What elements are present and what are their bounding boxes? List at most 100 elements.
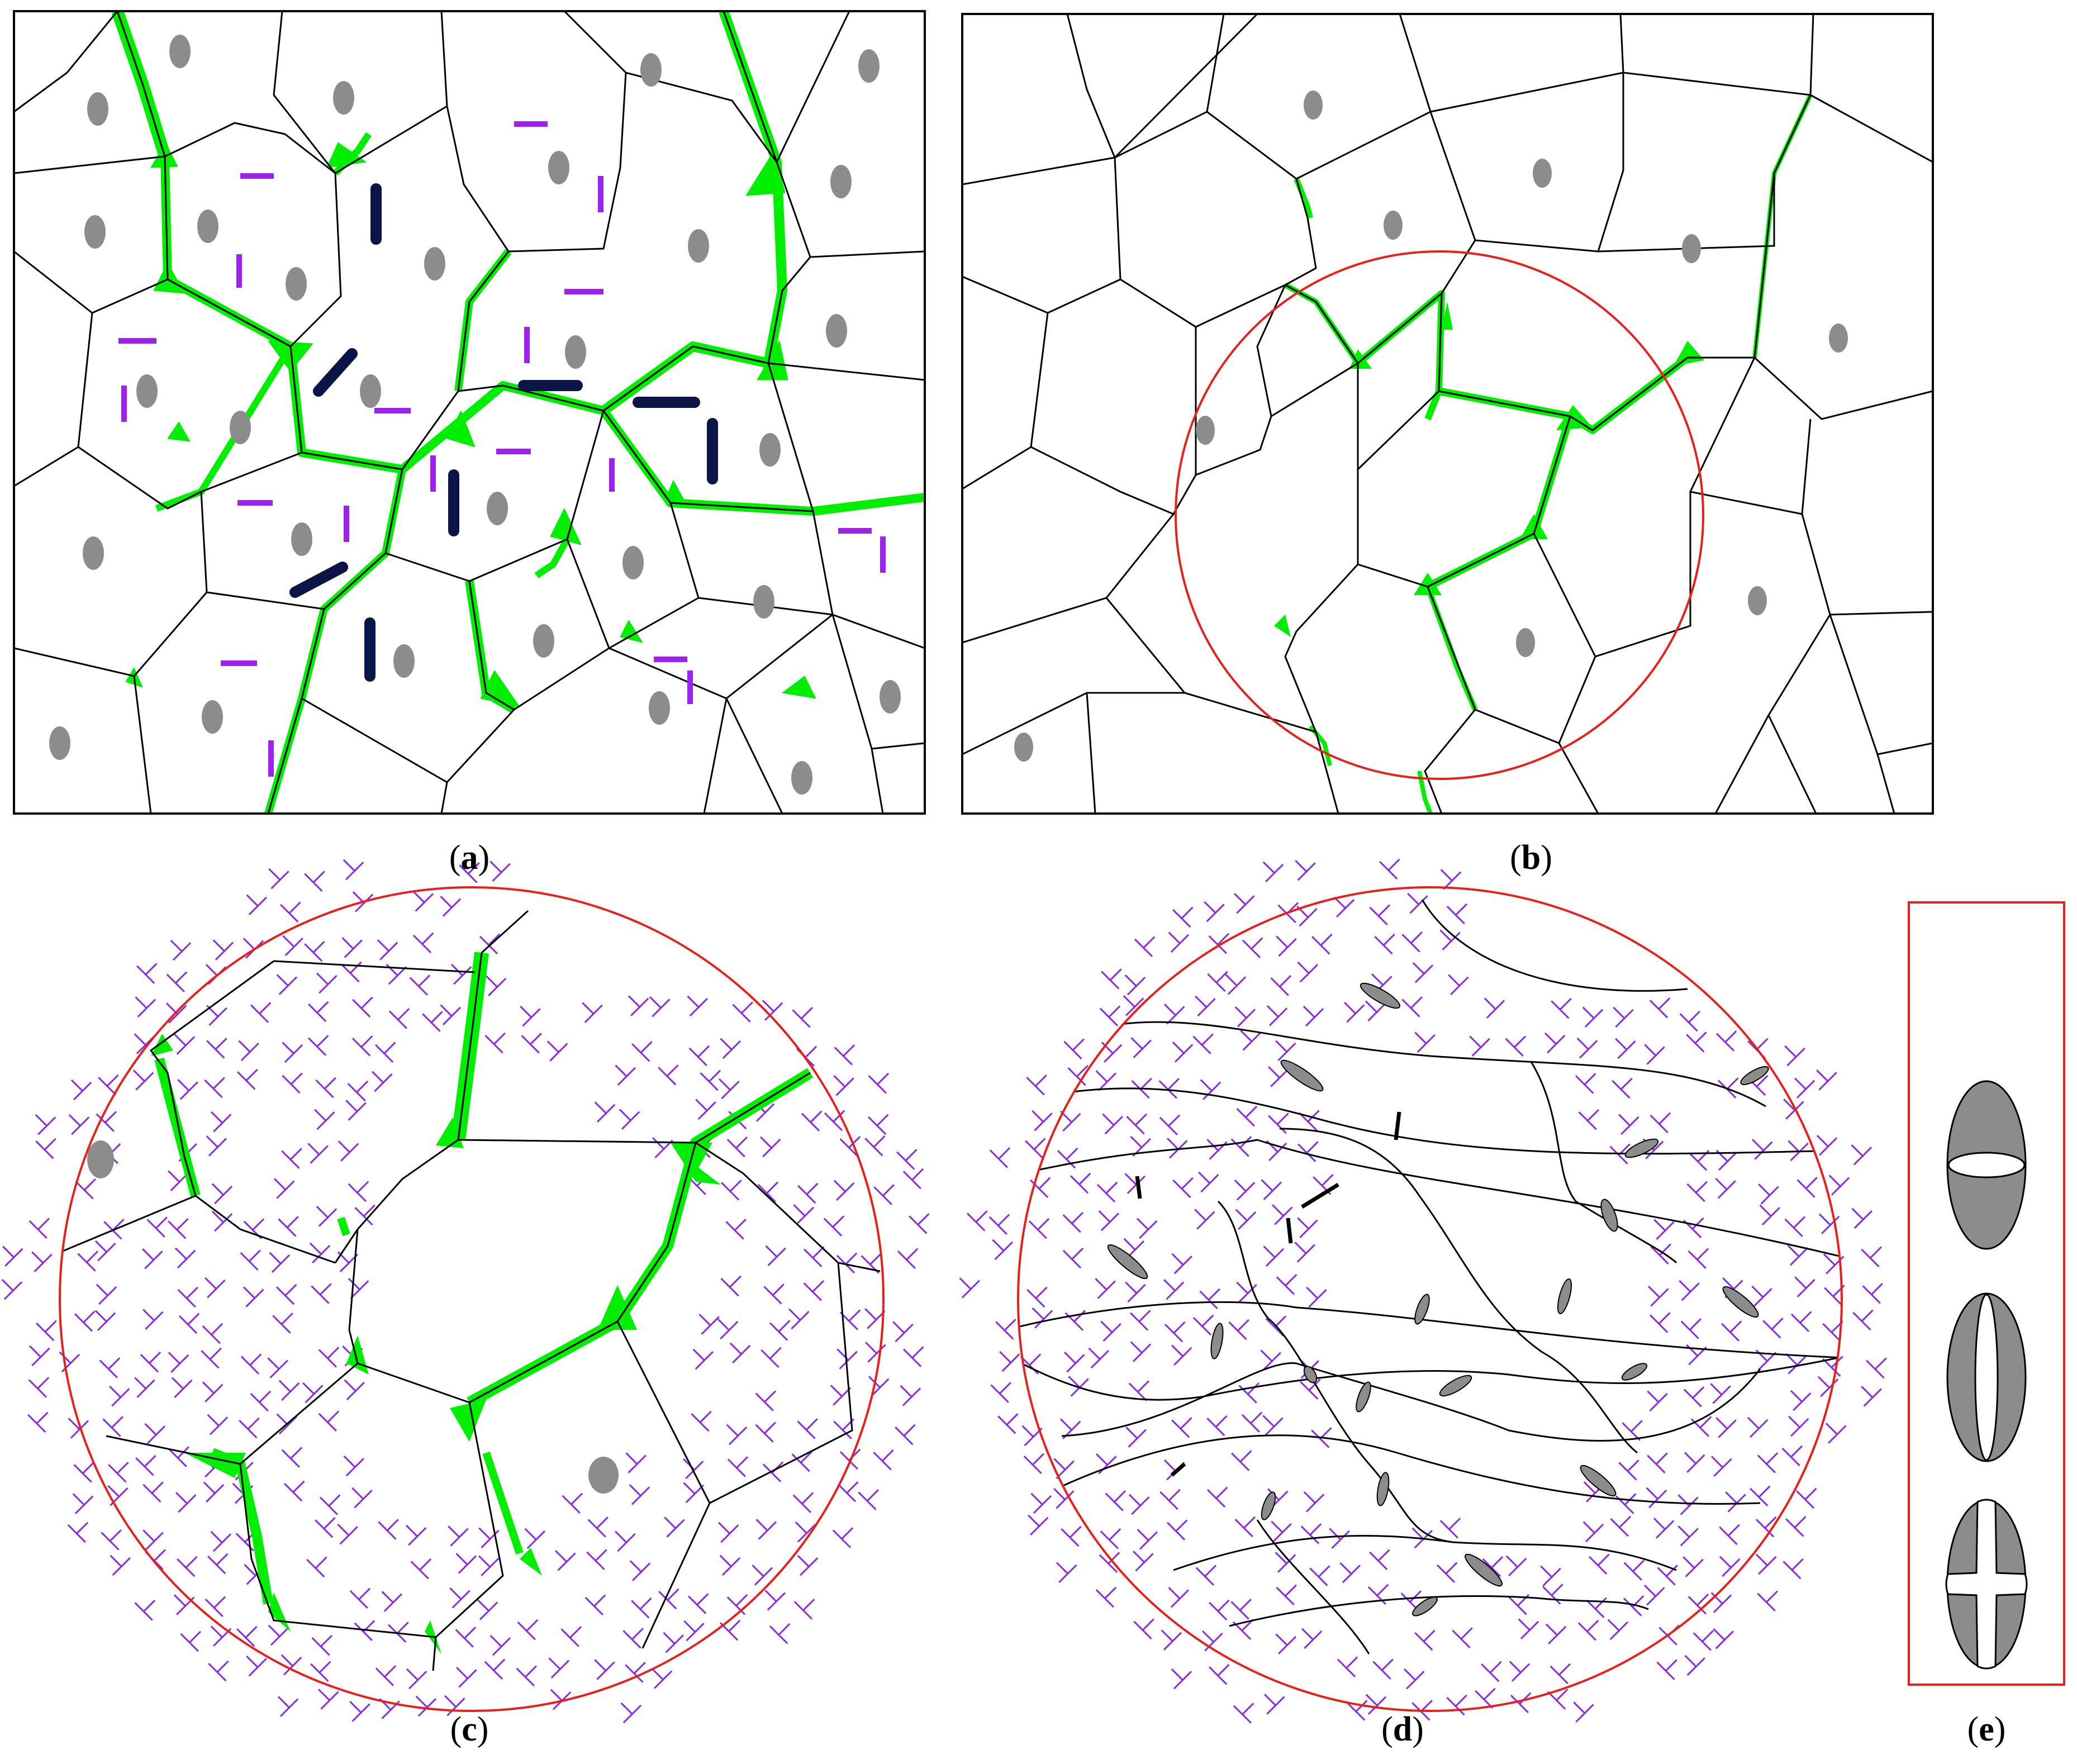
dislocation-icon [897, 1248, 919, 1269]
dislocation-icon [803, 1246, 825, 1267]
dislocation-icon [132, 1069, 154, 1091]
dislocation-icon [1159, 1114, 1181, 1135]
dislocation-icon [415, 1695, 437, 1717]
dislocation-icon [1688, 1593, 1709, 1615]
dislocation-icon [1311, 1427, 1332, 1448]
highlight-circle-b [1175, 250, 1704, 780]
dislocation-icon [1166, 1138, 1188, 1159]
dislocation-icon [236, 1625, 258, 1647]
dislocation-icon [1648, 1286, 1669, 1307]
dislocation-icon [170, 939, 192, 961]
dislocation-icon [1542, 1584, 1563, 1605]
dislocation-icon [309, 1242, 331, 1264]
dislocation-icon [1261, 1179, 1282, 1200]
dislocation-icon [1607, 1619, 1629, 1640]
dislocation-icon [1683, 1386, 1705, 1408]
dislocation-icon [142, 1309, 164, 1330]
dislocation-icon [1622, 1420, 1643, 1441]
dislocation-icon [1195, 1565, 1217, 1586]
dislocation-icon [278, 1380, 300, 1401]
dislocation-icon [1194, 1209, 1215, 1230]
dislocation-icon [1159, 1489, 1181, 1510]
dislocation-icon [1297, 961, 1319, 983]
dislocation-icon [205, 1596, 226, 1618]
dislocation-icon [717, 1318, 739, 1340]
dislocation-icon [663, 1632, 684, 1653]
dislocation-icon [1656, 1659, 1677, 1680]
dislocation-icon [868, 1114, 889, 1135]
dislocation-icon [1547, 1689, 1569, 1710]
dislocation-icon [761, 1347, 782, 1368]
dislocation-icon [348, 1181, 369, 1202]
dislocation-icon [687, 1593, 709, 1614]
dislocation-icon [374, 1042, 396, 1063]
dislocation-icon [1414, 1629, 1436, 1651]
dislocation-icon [546, 1040, 568, 1062]
dislocation-icon [343, 859, 364, 881]
dislocation-icon [1095, 1070, 1116, 1091]
dislocation-icon [1053, 1458, 1075, 1479]
dislocation-icon [246, 1655, 267, 1677]
dislocation-icon [1199, 1288, 1220, 1310]
dislocation-icon [337, 1251, 359, 1272]
dislocation-icon [688, 1045, 710, 1067]
dislocation-icon [1095, 1278, 1116, 1299]
dislocation-icon [1333, 896, 1355, 918]
dislocation-icon [1758, 1183, 1779, 1205]
dislocation-icon [625, 1452, 647, 1473]
dislocation-icon [1125, 1427, 1147, 1448]
dislocation-icon [1343, 1002, 1365, 1023]
dislocation-icon [1650, 1312, 1671, 1333]
dislocation-icon [318, 1347, 340, 1368]
second-phase-b [1284, 94, 1813, 814]
dislocation-icon [319, 1494, 341, 1515]
dislocation-icon [1095, 1586, 1117, 1608]
dislocation-icon [1306, 1286, 1327, 1308]
dislocation-icon [237, 1068, 258, 1090]
dislocation-icon [1128, 1380, 1150, 1401]
dislocation-icon [1862, 1282, 1884, 1304]
dislocation-icon [306, 1556, 327, 1578]
dislocation-icon [1126, 1113, 1147, 1135]
dislocation-icon [839, 1448, 861, 1470]
dislocation-icon [1866, 1357, 1887, 1378]
dislocation-icon [1300, 1523, 1322, 1544]
dislocation-icon [1781, 1445, 1803, 1467]
dislocation-icon [1861, 1246, 1882, 1268]
dislocation-icon [896, 1149, 918, 1170]
dislocation-icon [1309, 1565, 1330, 1586]
dislocation-icon [311, 1634, 333, 1656]
panel-b [961, 13, 1934, 815]
dislocation-icon [207, 1414, 229, 1435]
dislocation-icon [73, 1462, 94, 1483]
dislocation-icon [1171, 1253, 1192, 1275]
dislocation-icon [1026, 1286, 1048, 1308]
dislocation-icon [1023, 1453, 1044, 1475]
dislocation-icon [992, 1239, 1013, 1261]
dislocation-icon [1208, 933, 1230, 954]
dislocation-icon [206, 1038, 227, 1059]
dislocation-icon [174, 1034, 195, 1055]
dislocation-icon [1236, 1105, 1258, 1127]
dislocation-icon [1725, 1491, 1746, 1513]
dislocation-icon [1163, 1004, 1185, 1025]
dislocation-icon [210, 1111, 232, 1133]
dislocation-icon [1206, 1486, 1228, 1508]
dislocation-icon [1653, 1518, 1675, 1539]
dislocation-icon [440, 896, 462, 917]
dislocation-icon [108, 1461, 129, 1483]
dislocation-icon [1618, 1459, 1639, 1481]
dislocation-icon [250, 1002, 272, 1023]
dislocation-icon [615, 1064, 636, 1086]
dislocation-icon [836, 1252, 858, 1274]
particle-longitudinal-void-icon [1946, 1292, 2027, 1462]
dislocation-icon [1101, 968, 1122, 990]
dislocation-icon [341, 961, 362, 983]
dislocation-icon [1297, 1141, 1319, 1162]
caption-a: (a) [449, 839, 490, 877]
dislocation-icon [718, 1521, 739, 1543]
dislocation-icon [28, 1218, 50, 1239]
dislocation-icon [755, 1390, 777, 1411]
dislocation-icon [168, 1218, 189, 1239]
dislocation-icon [2, 1245, 23, 1267]
